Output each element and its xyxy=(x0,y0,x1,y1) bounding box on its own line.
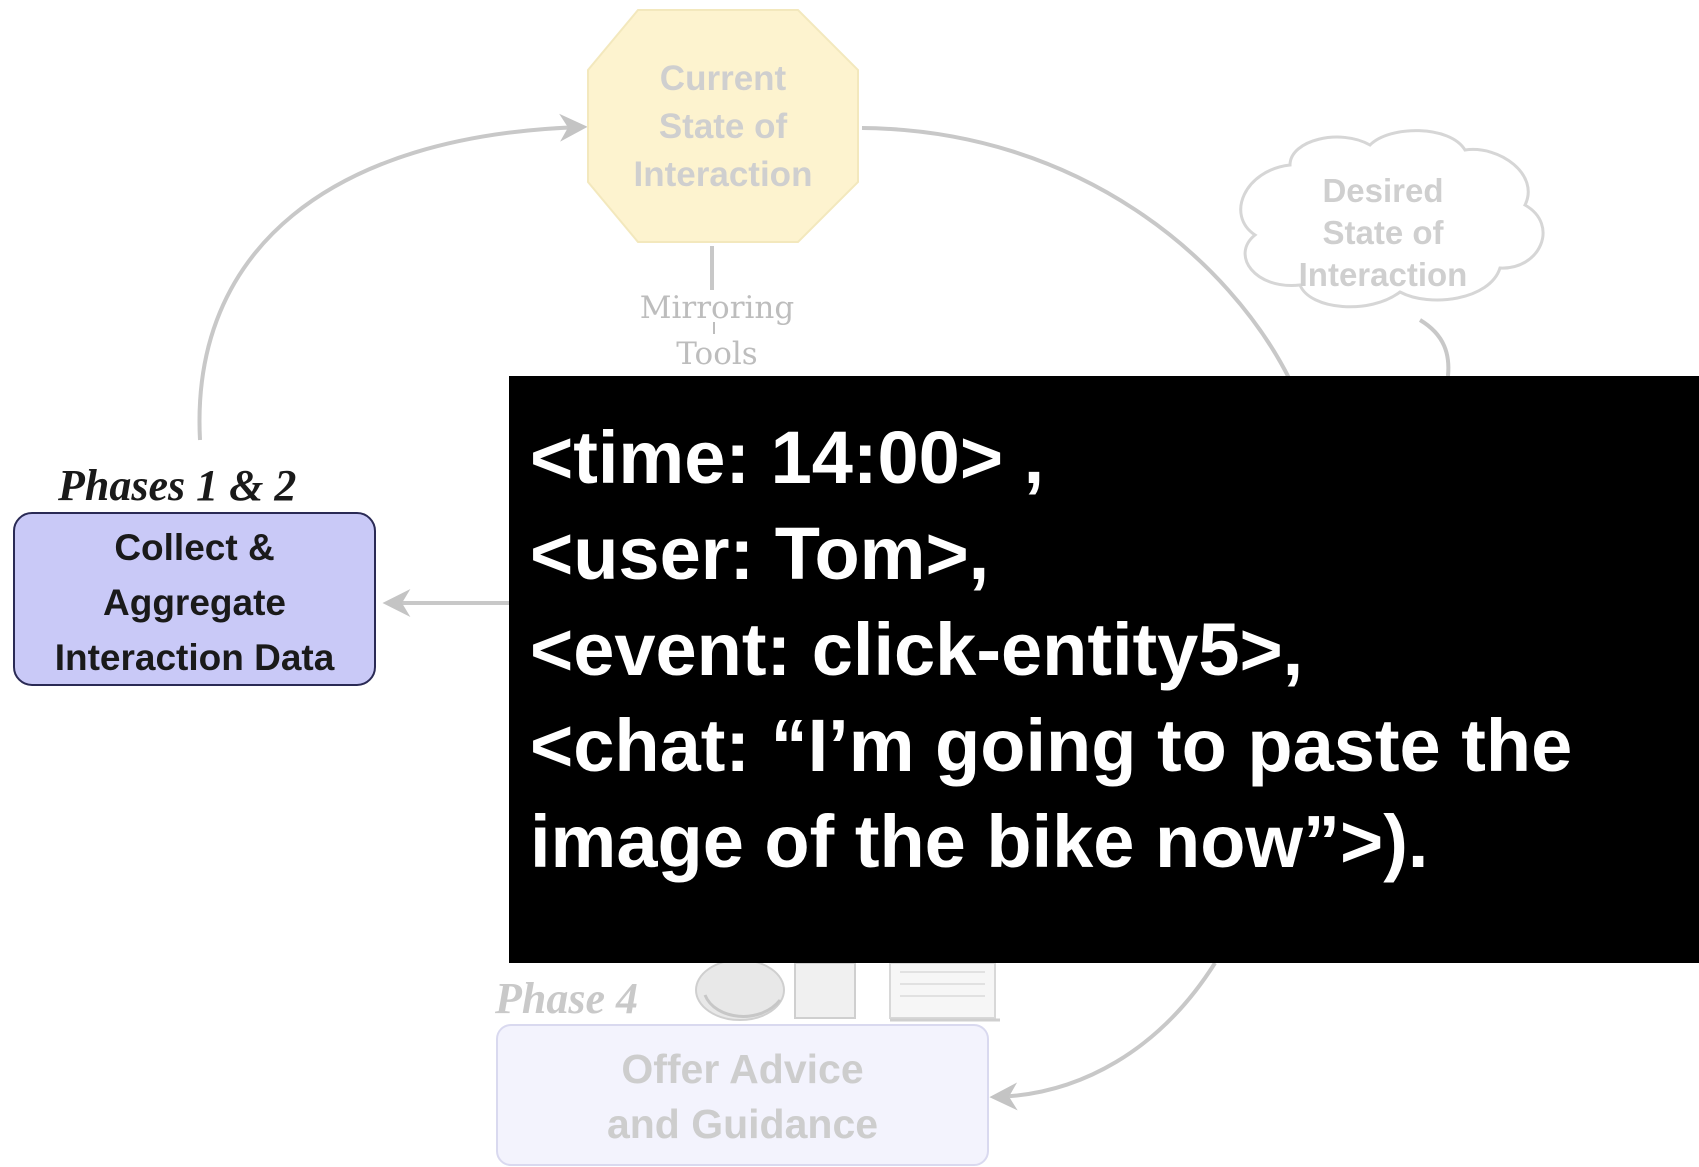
offer-advice-label: Offer Advice and Guidance xyxy=(497,1042,988,1152)
current-state-label: Current State of Interaction xyxy=(598,55,848,199)
arrow-current-to-right xyxy=(861,126,1292,381)
current-state-line-2: State of xyxy=(658,107,788,146)
arrow-collect-to-current xyxy=(197,113,588,441)
desired-state-line-3: Interaction xyxy=(1298,256,1468,293)
collect-aggregate-line-2: Aggregate xyxy=(103,582,286,623)
overlay-line-chat: <chat: “I’m going to paste the xyxy=(530,704,1573,787)
mirroring-tools-label: Mirroring Tools xyxy=(632,285,802,377)
collect-aggregate-label: Collect & Aggregate Interaction Data xyxy=(14,520,375,685)
offer-advice-line-2: and Guidance xyxy=(606,1101,879,1147)
current-state-line-3: Interaction xyxy=(633,155,813,194)
phases-1-2-caption: Phases 1 & 2 xyxy=(58,461,297,510)
current-state-line-1: Current xyxy=(659,59,787,98)
phase-4-caption: Phase 4 xyxy=(495,974,638,1023)
desired-state-label: Desired State of Interaction xyxy=(1273,170,1493,296)
interaction-data-overlay: <time: 14:00> , <user: Tom>, <event: cli… xyxy=(509,376,1699,963)
mirroring-tools-line-2: Tools xyxy=(676,336,758,372)
arrow-to-offer-advice xyxy=(989,961,1217,1111)
current-state-octagon xyxy=(587,9,859,243)
line-desired-down xyxy=(1418,318,1451,377)
collect-aggregate-box xyxy=(13,512,376,686)
desired-state-cloud xyxy=(1239,129,1545,309)
overlay-line-user: <user: Tom>, xyxy=(530,512,990,595)
mirroring-tools-line-1: Mirroring xyxy=(639,290,795,326)
person-at-computer-icon xyxy=(695,959,1000,1022)
overlay-line-event: <event: click-entity5>, xyxy=(530,608,1304,691)
collect-aggregate-line-1: Collect & xyxy=(114,527,275,568)
desired-state-line-1: Desired xyxy=(1322,172,1444,209)
collect-aggregate-line-3: Interaction Data xyxy=(54,637,335,678)
offer-advice-box xyxy=(496,1024,989,1166)
overlay-line-chat-cont: image of the bike now”>). xyxy=(530,800,1429,883)
desired-state-line-2: State of xyxy=(1322,214,1444,251)
offer-advice-line-1: Offer Advice xyxy=(621,1046,864,1092)
overlay-line-time: <time: 14:00> , xyxy=(530,416,1045,499)
